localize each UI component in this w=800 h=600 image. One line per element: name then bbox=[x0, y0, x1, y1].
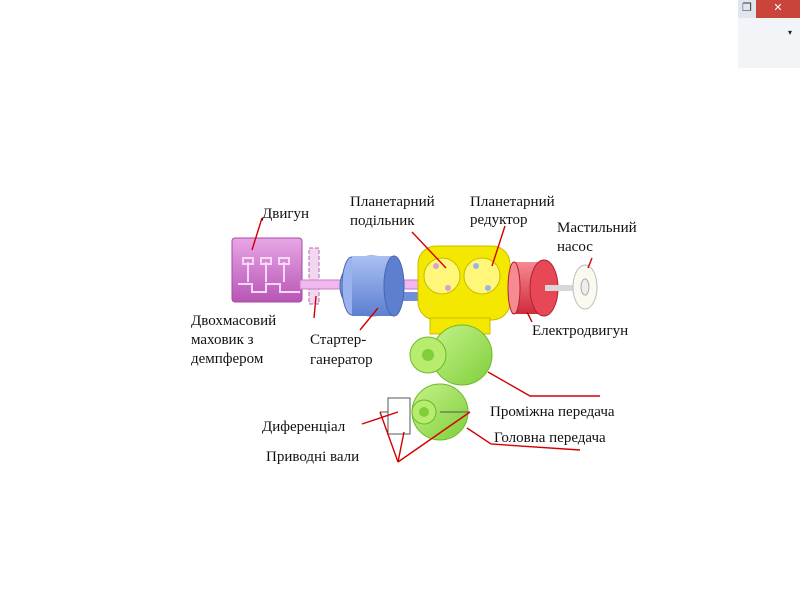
leader-divider bbox=[411, 231, 447, 269]
planetary-gearset bbox=[417, 245, 511, 335]
oil-pump bbox=[572, 264, 598, 310]
leader-flywheel bbox=[313, 295, 317, 319]
label-planetary-divider-1: Планетарний bbox=[350, 194, 435, 210]
label-drive-shafts: Приводні вали bbox=[266, 449, 359, 465]
leader-differential bbox=[361, 411, 399, 425]
leader-shaft-1 bbox=[379, 411, 399, 463]
label-flywheel-3: демпфером bbox=[191, 351, 264, 367]
label-flywheel-1: Двохмасовий bbox=[191, 313, 276, 329]
label-flywheel-2: маховик з bbox=[191, 332, 254, 348]
intermediate-gear bbox=[409, 324, 493, 386]
labels: Двигун Планетарний подільник Планетарний… bbox=[191, 194, 637, 465]
leader-motor bbox=[526, 311, 533, 323]
leader-starter bbox=[359, 307, 379, 331]
label-starter-2: ганератор bbox=[310, 352, 373, 368]
label-planetary-divider-2: подільник bbox=[350, 213, 415, 229]
leader-oil-pump bbox=[587, 257, 593, 269]
leader-shaft-3 bbox=[397, 411, 471, 463]
label-starter-1: Стартер- bbox=[310, 332, 366, 348]
leader-intermediate bbox=[487, 371, 600, 397]
leader-shaft-2 bbox=[397, 431, 405, 463]
leader-reducer bbox=[491, 225, 506, 267]
flywheel-disk bbox=[308, 247, 320, 305]
leader-engine bbox=[251, 217, 263, 251]
close-button[interactable]: ✕ bbox=[756, 0, 800, 18]
label-main-gear: Головна передача bbox=[494, 430, 606, 446]
electric-motor bbox=[507, 259, 559, 317]
label-electric-motor: Електродвигун bbox=[532, 323, 628, 339]
starter-generator bbox=[339, 255, 405, 317]
label-oil-pump-1: Мастильний bbox=[557, 220, 637, 236]
label-planetary-reducer-1: Планетарний bbox=[470, 194, 555, 210]
label-intermediate-gear: Проміжна передача bbox=[490, 404, 615, 420]
leader-lines bbox=[251, 217, 600, 463]
engine-block bbox=[231, 237, 303, 303]
window-controls: ❐ ✕ ▾ bbox=[738, 0, 800, 68]
label-planetary-reducer-2: редуктор bbox=[470, 212, 528, 228]
output-shaft bbox=[545, 285, 585, 291]
chevron-down-icon[interactable]: ▾ bbox=[788, 28, 793, 37]
leader-main-gear bbox=[466, 427, 581, 451]
label-differential: Диференціал bbox=[262, 419, 346, 435]
label-oil-pump-2: насос bbox=[557, 239, 593, 255]
label-engine: Двигун bbox=[262, 206, 309, 222]
